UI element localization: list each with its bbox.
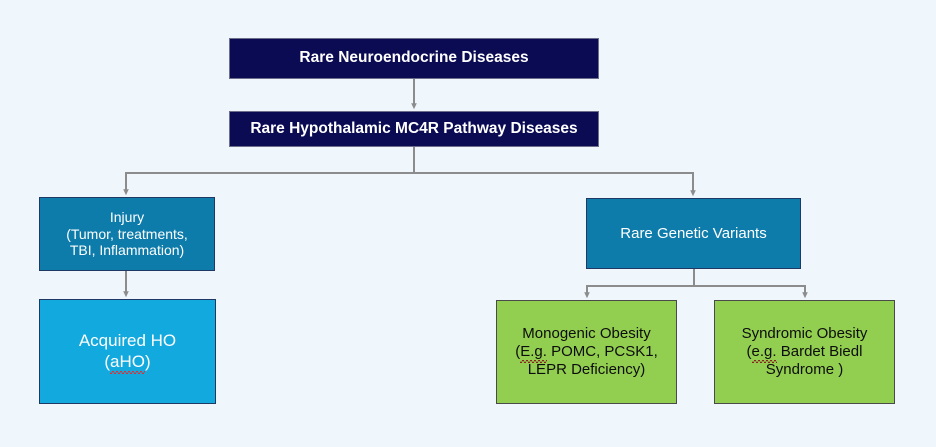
node-acquired-ho[interactable]: Acquired HO (aHO) [39,299,216,404]
node-label-line-2: (aHO) [104,351,151,374]
node-syndromic-obesity[interactable]: Syndromic Obesity (e.g. Bardet Biedl Syn… [714,300,895,404]
node-label: Rare Genetic Variants [620,224,767,242]
node-label-line-1: Monogenic Obesity [522,325,651,343]
node-label-line-2: (e.g. Bardet Biedl [746,343,863,363]
node-label-line-3: LEPR Deficiency) [527,360,646,378]
node-rare-neuroendocrine-diseases[interactable]: Rare Neuroendocrine Diseases [229,38,599,79]
node-label: Rare Neuroendocrine Diseases [299,49,529,67]
node-label-line-3: Syndrome ) [765,360,844,378]
node-rare-genetic-variants[interactable]: Rare Genetic Variants [586,198,801,269]
node-label-line-1: Injury [109,209,145,226]
node-injury[interactable]: Injury (Tumor, treatments, TBI, Inflamma… [39,197,215,271]
node-rare-hypothalamic-mc4r-pathway-diseases[interactable]: Rare Hypothalamic MC4R Pathway Diseases [229,111,599,147]
node-label: Rare Hypothalamic MC4R Pathway Diseases [250,119,578,137]
node-label-line-2: (Tumor, treatments, [66,225,188,242]
node-label-line-1: Acquired HO [78,331,177,351]
node-label-line-1: Syndromic Obesity [741,325,868,343]
node-label-line-2-rest: POMC, PCSK1, [546,343,658,361]
misspelled-word: aHO [110,351,145,374]
paren-open: ( [746,343,752,361]
node-label-line-3: TBI, Inflammation) [69,242,185,259]
node-monogenic-obesity[interactable]: Monogenic Obesity (E.g. POMC, PCSK1, LEP… [496,300,677,404]
paren-close: ) [144,351,151,371]
paren-open: ( [104,351,111,371]
node-label-line-2-rest: Bardet Biedl [776,343,863,361]
paren-open: ( [515,343,521,361]
misspelled-word: E.g. [520,343,547,363]
node-label-line-2: (E.g. POMC, PCSK1, [515,343,658,363]
misspelled-word: e.g. [751,343,777,363]
